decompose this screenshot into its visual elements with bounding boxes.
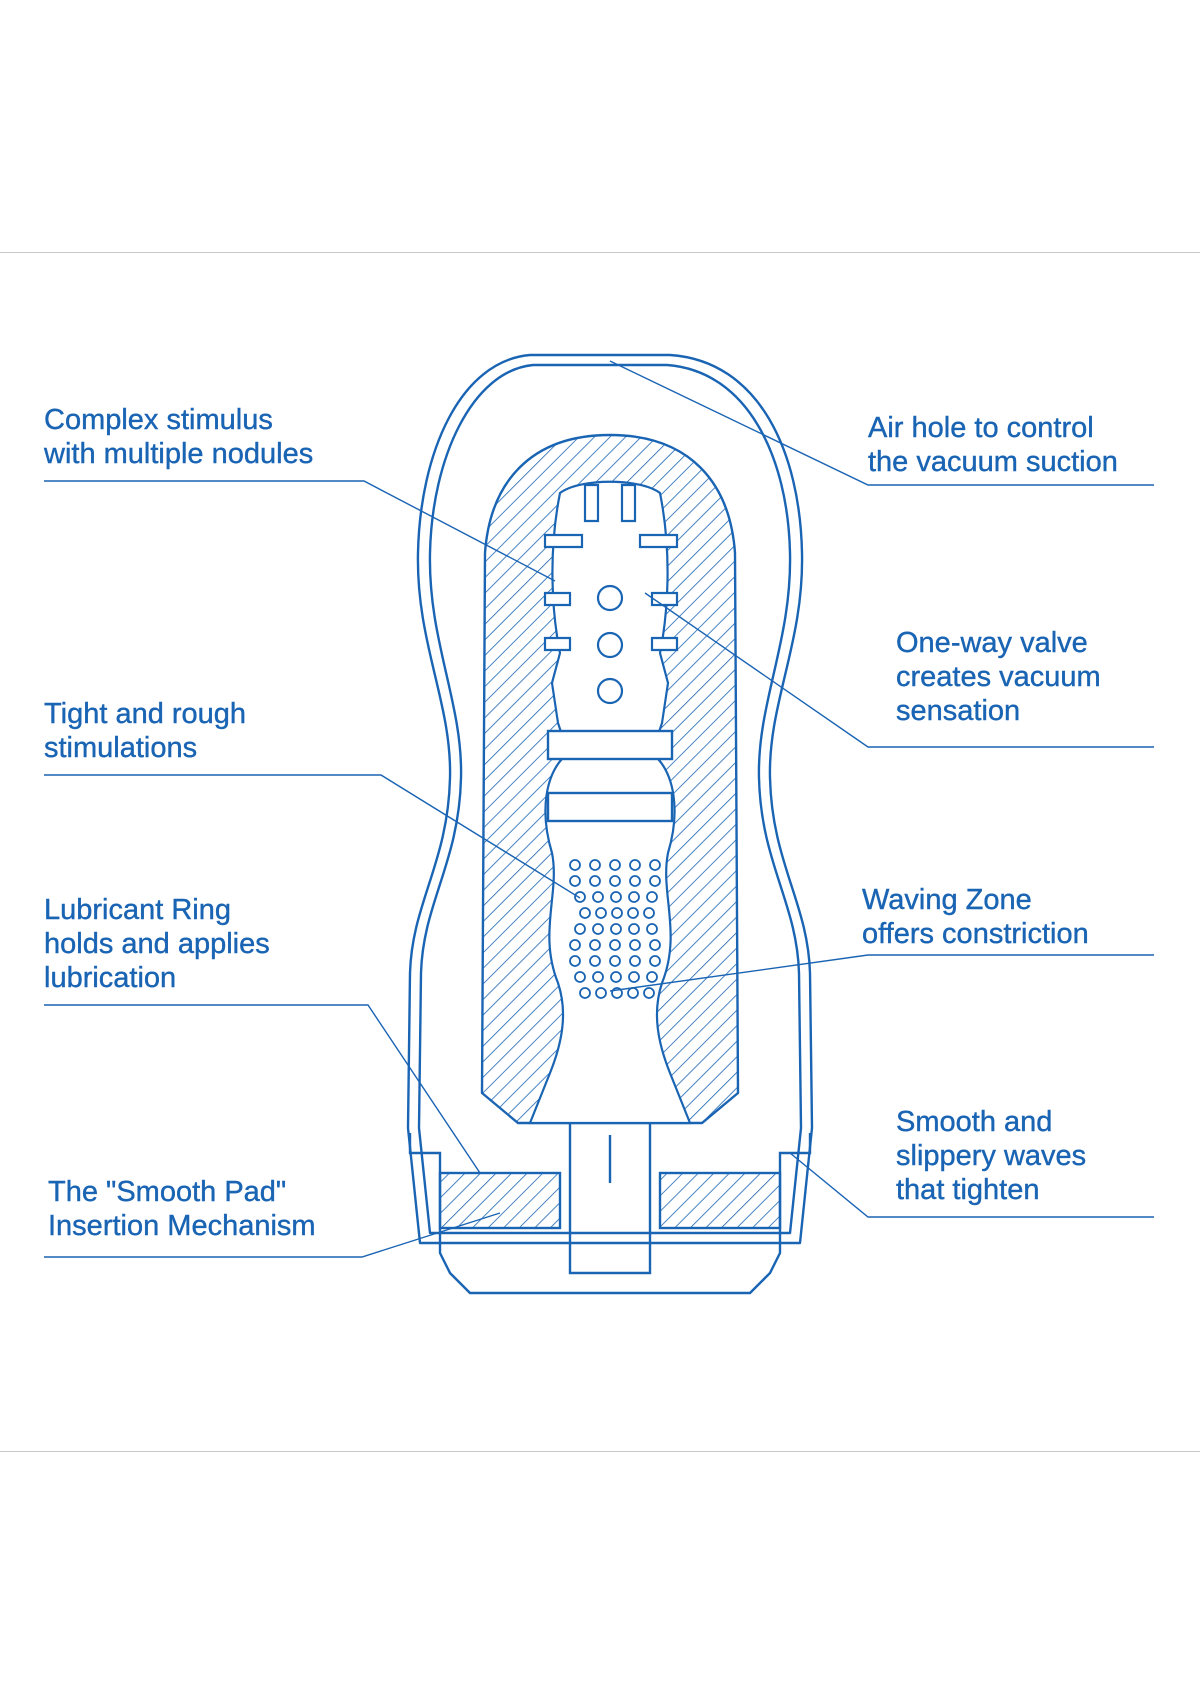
lubricant-ring-left bbox=[438, 1171, 562, 1230]
nodule-dot bbox=[596, 584, 624, 612]
texture-bump bbox=[628, 891, 640, 903]
texture-bump bbox=[649, 939, 661, 951]
texture-bump bbox=[610, 923, 622, 935]
texture-bump bbox=[628, 971, 640, 983]
insertion-opening bbox=[568, 1123, 652, 1275]
texture-bump bbox=[589, 955, 601, 967]
texture-bump bbox=[610, 971, 622, 983]
texture-bump bbox=[609, 859, 621, 871]
nodule-dot bbox=[596, 631, 624, 659]
outer-case-outline bbox=[406, 353, 814, 1245]
cutaway-diagram bbox=[44, 353, 1154, 1295]
leader-waving bbox=[609, 954, 1154, 992]
leader-complex bbox=[44, 480, 556, 582]
texture-bump bbox=[610, 891, 622, 903]
valve-ring-upper bbox=[546, 729, 674, 761]
texture-bump bbox=[592, 891, 604, 903]
texture-bump bbox=[592, 971, 604, 983]
texture-bump bbox=[574, 923, 586, 935]
top-slot-4 bbox=[638, 533, 679, 549]
leader-waves bbox=[789, 1152, 1154, 1218]
mid-slot-4 bbox=[650, 636, 679, 652]
texture-bump bbox=[589, 939, 601, 951]
top-slot-3 bbox=[543, 533, 584, 549]
top-slot-2 bbox=[620, 483, 637, 523]
texture-bump bbox=[646, 971, 658, 983]
inner-case-outline bbox=[417, 363, 803, 1235]
texture-bumps bbox=[569, 859, 661, 999]
texture-bump bbox=[574, 891, 586, 903]
texture-bump bbox=[595, 987, 607, 999]
texture-bump bbox=[628, 923, 640, 935]
texture-bump bbox=[569, 955, 581, 967]
texture-bump bbox=[609, 875, 621, 887]
texture-bump bbox=[649, 859, 661, 871]
nodule-dot bbox=[596, 677, 624, 705]
texture-bump bbox=[611, 907, 623, 919]
texture-bump bbox=[611, 987, 623, 999]
texture-bump bbox=[569, 875, 581, 887]
texture-bump bbox=[646, 923, 658, 935]
texture-bump bbox=[643, 907, 655, 919]
texture-bump bbox=[589, 859, 601, 871]
leader-airhole bbox=[609, 360, 1154, 486]
texture-bump bbox=[629, 955, 641, 967]
leader-valve bbox=[644, 592, 1154, 748]
texture-bump bbox=[643, 987, 655, 999]
top-slot-1 bbox=[583, 483, 600, 523]
leader-lubricant bbox=[44, 1004, 481, 1174]
texture-bump bbox=[629, 859, 641, 871]
leader-smoothpad bbox=[44, 1212, 501, 1258]
texture-bump bbox=[629, 939, 641, 951]
texture-bump bbox=[579, 907, 591, 919]
lubricant-ring-right bbox=[658, 1171, 782, 1230]
texture-bump bbox=[629, 875, 641, 887]
texture-bump bbox=[649, 955, 661, 967]
texture-bump bbox=[649, 875, 661, 887]
base-outer bbox=[408, 1133, 812, 1295]
mid-slot-1 bbox=[543, 591, 572, 607]
texture-bump bbox=[569, 939, 581, 951]
mid-slot-3 bbox=[543, 636, 572, 652]
texture-bump bbox=[646, 891, 658, 903]
texture-bump bbox=[595, 907, 607, 919]
texture-bump bbox=[627, 907, 639, 919]
texture-bump bbox=[579, 987, 591, 999]
texture-bump bbox=[609, 955, 621, 967]
texture-bump bbox=[589, 875, 601, 887]
valve-ring-lower bbox=[546, 791, 674, 823]
leader-tight bbox=[44, 774, 581, 899]
texture-bump bbox=[574, 971, 586, 983]
label-smooth-pad: The "Smooth Pad"Insertion Mechanism bbox=[48, 1176, 316, 1242]
texture-bump bbox=[609, 939, 621, 951]
mid-slot-2 bbox=[650, 591, 679, 607]
texture-bump bbox=[592, 923, 604, 935]
texture-bump bbox=[569, 859, 581, 871]
